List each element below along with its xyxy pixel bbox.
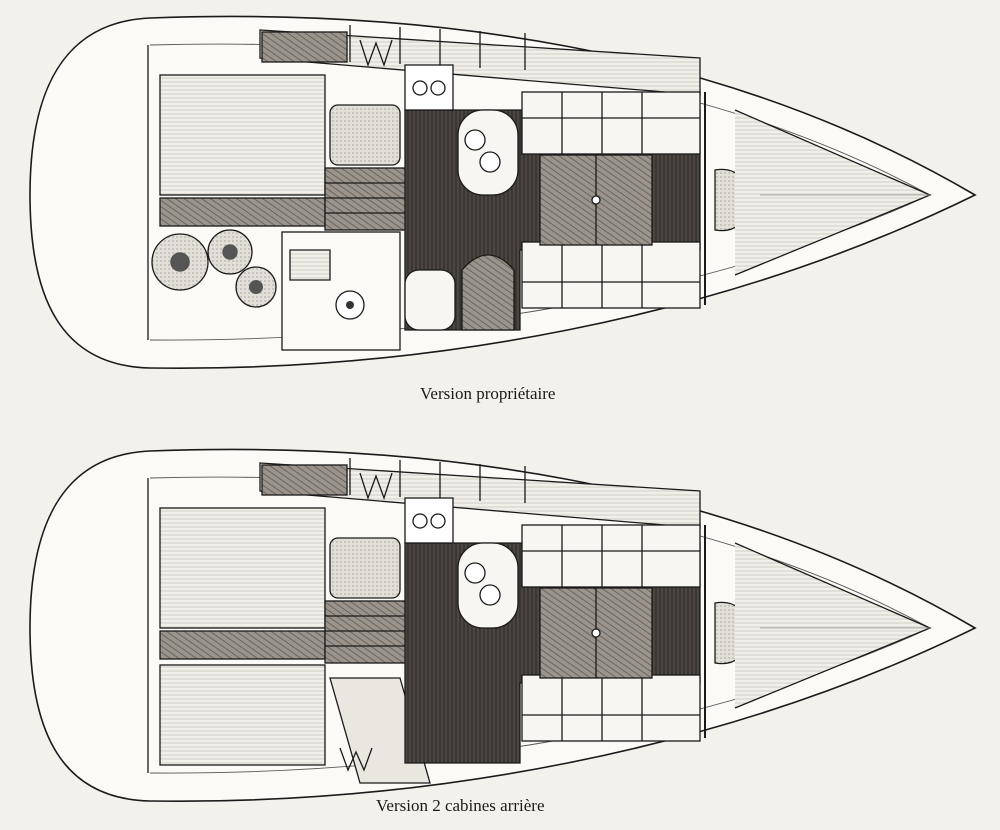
rope-coil-center [222, 244, 238, 260]
stove-burner [430, 80, 446, 96]
cockpit-bench [159, 197, 326, 227]
cockpit-locker [261, 464, 348, 496]
stove-burner [430, 513, 446, 529]
sink-bowl [464, 129, 486, 151]
companionway-steps [324, 167, 411, 231]
port-settee [521, 524, 701, 588]
aft-berth [159, 74, 326, 196]
wet-locker-icon [359, 472, 393, 501]
sink-bowl [479, 584, 501, 606]
sink-bowl [464, 562, 486, 584]
table-post [591, 628, 601, 638]
galley-counter [329, 104, 401, 166]
sink-drain [346, 301, 354, 309]
starboard-settee [521, 674, 701, 742]
aft-berth-starboard [159, 664, 326, 766]
stove [404, 497, 454, 544]
cockpit-locker [261, 31, 348, 63]
caption-version-2-cabines: Version 2 cabines arrière [376, 796, 545, 815]
table-post [591, 195, 601, 205]
rope-coil-center [170, 252, 190, 272]
caption-version-proprietaire: Version propriétaire [420, 384, 556, 403]
companionway-steps [324, 600, 411, 664]
aft-berth [159, 507, 326, 629]
galley-counter [329, 537, 401, 599]
wet-locker-icon [359, 39, 393, 68]
shower-tray [289, 249, 331, 281]
port-settee [521, 91, 701, 155]
chart-table [461, 254, 515, 331]
plan-deux-cabines [29, 448, 977, 803]
rope-coil-center [249, 280, 263, 294]
cockpit-bench [159, 630, 326, 660]
sink-bowl [479, 151, 501, 173]
wet-locker-icon [339, 747, 373, 772]
starboard-settee [521, 241, 701, 309]
stove-burner [412, 513, 428, 529]
navigator-seat [404, 269, 456, 331]
plan-proprietaire [29, 15, 977, 370]
stove [404, 64, 454, 111]
stove-burner [412, 80, 428, 96]
